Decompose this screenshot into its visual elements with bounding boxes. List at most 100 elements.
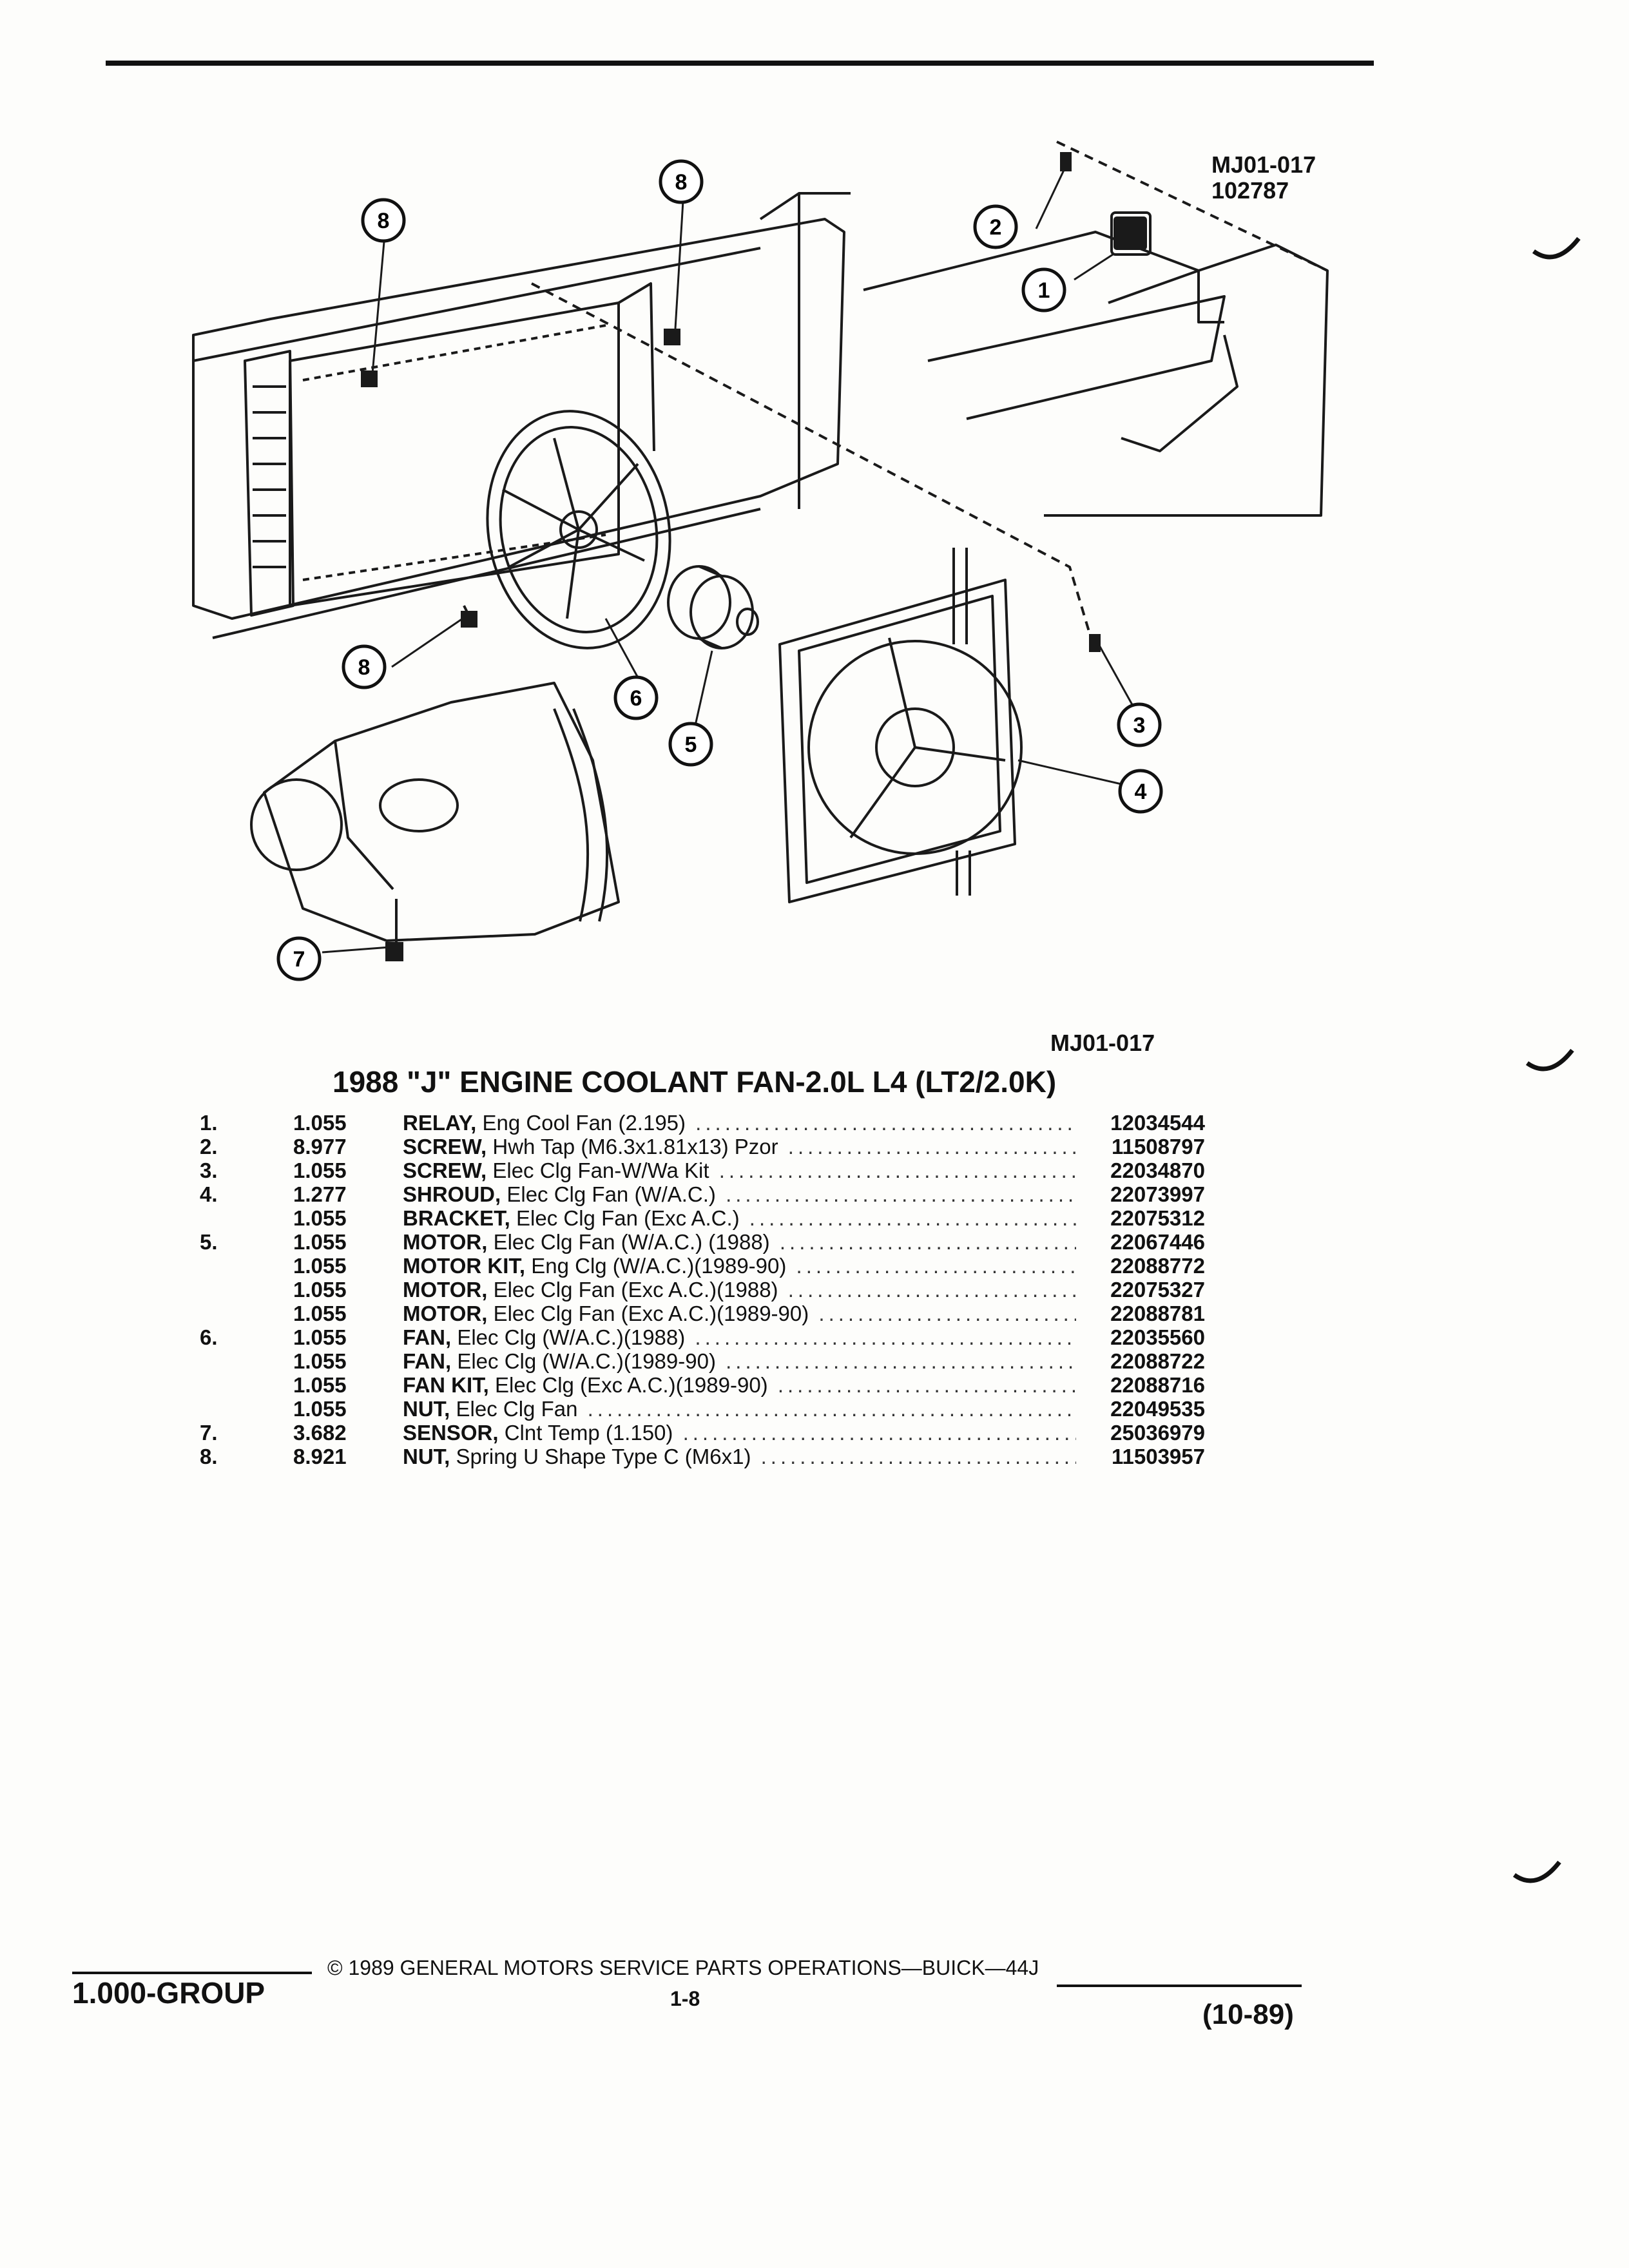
- leader-dots: ........................................…: [726, 1182, 1076, 1206]
- part-number: 11508797: [1111, 1135, 1205, 1158]
- parts-row: 1.055 MOTOR, Elec Clg Fan (Exc A.C.)(1989…: [200, 1302, 1205, 1325]
- part-name: SCREW,: [403, 1158, 487, 1182]
- part-name: MOTOR KIT,: [403, 1254, 526, 1278]
- part-number: 22088716: [1110, 1373, 1205, 1397]
- part-name: SENSOR,: [403, 1421, 499, 1445]
- footer-rule-right: [1057, 1984, 1302, 1987]
- callout-3-number: 3: [1133, 713, 1146, 738]
- callout-7-number: 7: [293, 947, 305, 972]
- leader-dots: ........................................…: [695, 1325, 1076, 1349]
- group-number: 1.055: [293, 1254, 347, 1278]
- leader-dots: ........................................…: [726, 1349, 1076, 1373]
- part-description: MOTOR KIT, Eng Clg (W/A.C.)(1989-90) ...…: [403, 1254, 1076, 1278]
- binder-mark-2: [1525, 1048, 1574, 1072]
- group-number: 1.277: [293, 1182, 347, 1206]
- fan-blade-drawing: [486, 410, 671, 649]
- callout-4: 4: [1118, 769, 1163, 814]
- part-description: MOTOR, Elec Clg Fan (Exc A.C.)(1988) ...…: [403, 1278, 1076, 1302]
- engine-drawing: [250, 682, 620, 947]
- leader-dots: ........................................…: [749, 1206, 1076, 1230]
- group-number: 1.055: [293, 1278, 347, 1302]
- part-description: MOTOR, Elec Clg Fan (W/A.C.) (1988) ....…: [403, 1230, 1076, 1254]
- part-description: FAN, Elec Clg (W/A.C.)(1989-90) ........…: [403, 1349, 1076, 1373]
- part-number: 25036979: [1110, 1421, 1205, 1445]
- caption-code: MJ01-017: [1050, 1030, 1155, 1056]
- part-description: MOTOR, Elec Clg Fan (Exc A.C.)(1989-90) …: [403, 1302, 1076, 1325]
- callout-1-number: 1: [1038, 278, 1050, 303]
- part-description: BRACKET, Elec Clg Fan (Exc A.C.) .......…: [403, 1206, 1076, 1230]
- callout-7: 7: [276, 936, 322, 981]
- part-detail: Elec Clg (Exc A.C.)(1989-90): [495, 1373, 768, 1397]
- footer-group: 1.000-GROUP: [72, 1976, 265, 2010]
- part-name: SCREW,: [403, 1135, 487, 1158]
- item-number: 5.: [200, 1230, 218, 1254]
- part-name: MOTOR,: [403, 1302, 488, 1325]
- part-number: 22067446: [1110, 1230, 1205, 1254]
- callout-8-bottom: 8: [342, 644, 387, 689]
- part-name: RELAY,: [403, 1111, 477, 1135]
- part-name: MOTOR,: [403, 1230, 488, 1254]
- item-number: 7.: [200, 1421, 218, 1445]
- figure-code-id: MJ01-017: [1211, 151, 1316, 178]
- part-number: 22088722: [1110, 1349, 1205, 1373]
- item-number: 2.: [200, 1135, 218, 1158]
- sensor-part: [385, 942, 403, 961]
- group-number: 1.055: [293, 1302, 347, 1325]
- parts-list: 1. 1.055 RELAY, Eng Cool Fan (2.195) .....…: [200, 1111, 1205, 1468]
- part-detail: Elec Clg Fan (Exc A.C.)(1989-90): [493, 1302, 809, 1325]
- part-description: SENSOR, Clnt Temp (1.150) ..............…: [403, 1421, 1076, 1445]
- group-number: 8.921: [293, 1445, 347, 1468]
- callout-8-top-left: 8: [361, 198, 406, 243]
- part-number: 22075312: [1110, 1206, 1205, 1230]
- item-number: 8.: [200, 1445, 218, 1468]
- part-description: SCREW, Elec Clg Fan-W/Wa Kit ...........…: [403, 1158, 1076, 1182]
- part-name: FAN,: [403, 1325, 452, 1349]
- part-name: SHROUD,: [403, 1182, 501, 1206]
- part-name: BRACKET,: [403, 1206, 510, 1230]
- part-description: SHROUD, Elec Clg Fan (W/A.C.) ..........…: [403, 1182, 1076, 1206]
- table-title: 1988 "J" ENGINE COOLANT FAN-2.0L L4 (LT2…: [333, 1065, 1057, 1099]
- callout-5: 5: [668, 722, 713, 767]
- part-description: FAN, Elec Clg (W/A.C.)(1988) ...........…: [403, 1325, 1076, 1349]
- fan-shroud-drawing: [778, 548, 1023, 903]
- leader-dots: ........................................…: [779, 1230, 1076, 1254]
- relay-part: [1113, 216, 1147, 250]
- item-number: 3.: [200, 1158, 218, 1182]
- part-description: SCREW, Hwh Tap (M6.3x1.81x13) Pzor .....…: [403, 1135, 1076, 1158]
- relay-bracket-drawing: [863, 140, 1329, 517]
- callout-6-number: 6: [630, 686, 642, 711]
- header-rule: [106, 61, 1374, 66]
- part-detail: Clnt Temp (1.150): [504, 1421, 673, 1445]
- parts-row: 8. 8.921 NUT, Spring U Shape Type C (M6x1)…: [200, 1445, 1205, 1468]
- binder-mark-3: [1512, 1860, 1561, 1883]
- parts-row: 1.055 BRACKET, Elec Clg Fan (Exc A.C.) ..…: [200, 1206, 1205, 1230]
- callout-2-number: 2: [990, 215, 1002, 240]
- part-number: 22088772: [1110, 1254, 1205, 1278]
- leader-dots: ........................................…: [760, 1445, 1076, 1468]
- footer-date: (10-89): [1202, 1999, 1294, 2030]
- item-number: 1.: [200, 1111, 218, 1135]
- part-name: NUT,: [403, 1397, 450, 1421]
- part-number: 22075327: [1110, 1278, 1205, 1302]
- part-detail: Eng Cool Fan (2.195): [482, 1111, 686, 1135]
- callout-8c-number: 8: [358, 655, 371, 680]
- part-detail: Elec Clg Fan (Exc A.C.): [516, 1206, 740, 1230]
- callout-5-number: 5: [685, 733, 697, 757]
- part-number: 22088781: [1110, 1302, 1205, 1325]
- group-number: 1.055: [293, 1397, 347, 1421]
- item-number: 6.: [200, 1325, 218, 1349]
- screw-part-3: [1089, 634, 1101, 652]
- radiator-support-drawing: [192, 192, 851, 639]
- part-detail: Elec Clg Fan (W/A.C.): [506, 1182, 716, 1206]
- parts-row: 1.055 MOTOR, Elec Clg Fan (Exc A.C.)(1988…: [200, 1278, 1205, 1302]
- group-number: 1.055: [293, 1206, 347, 1230]
- group-number: 1.055: [293, 1158, 347, 1182]
- part-detail: Elec Clg Fan: [456, 1397, 578, 1421]
- part-description: NUT, Spring U Shape Type C (M6x1) ......…: [403, 1445, 1076, 1468]
- group-number: 1.055: [293, 1230, 347, 1254]
- callout-2: 2: [973, 204, 1018, 249]
